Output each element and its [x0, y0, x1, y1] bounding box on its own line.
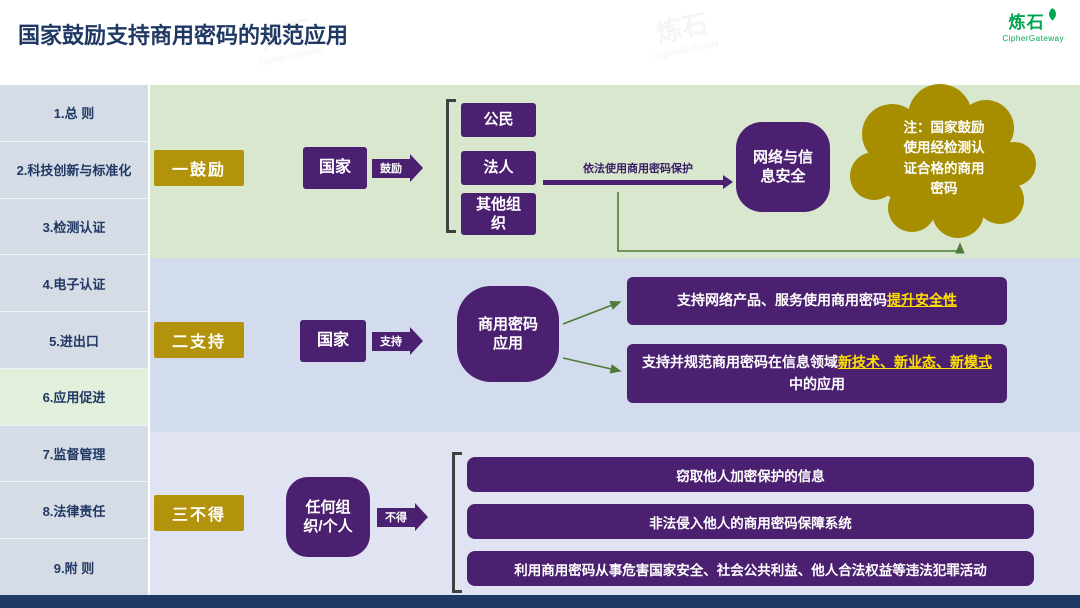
sidebar-item-import-export[interactable]: 5.进出口: [0, 312, 148, 369]
sidebar-item-supervision[interactable]: 7.监督管理: [0, 425, 148, 483]
bottom-accent-bar: [0, 595, 1080, 608]
arrow-head: [723, 175, 733, 189]
leaf-icon: [1047, 8, 1058, 26]
sidebar-item-innovation[interactable]: 2.科技创新与标准化: [0, 141, 148, 199]
outcome-suffix: 中的应用: [789, 375, 845, 392]
outcome-prefix: 支持并规范商用密码在信息领域: [642, 353, 838, 370]
sidebar-item-appendix[interactable]: 9.附 则: [0, 539, 148, 596]
sidebar-item-application-promotion[interactable]: 6.应用促进: [0, 368, 148, 426]
encourage-arrow-label: 鼓励: [372, 158, 410, 178]
support-actor-box: 国家: [300, 320, 366, 362]
support-outcome-box-1: 支持网络产品、服务使用商用密码提升安全性: [627, 277, 1007, 325]
support-hub-box: 商用密码应用: [457, 286, 559, 382]
prohibit-group-bracket: [452, 452, 462, 593]
encourage-arrow: 鼓励: [372, 154, 423, 182]
encourage-result-box: 网络与信息安全: [736, 122, 830, 212]
prohibit-item-bar-3: 利用商用密码从事危害国家安全、社会公共利益、他人合法权益等违法犯罪活动: [467, 551, 1034, 586]
target-box-legal-person: 法人: [461, 151, 536, 185]
sidebar-item-e-auth[interactable]: 4.电子认证: [0, 255, 148, 313]
watermark-logo-text: 炼石: [653, 7, 711, 49]
outcome-highlight: 新技术、新业态、新模式: [838, 353, 992, 370]
chapter-sidebar: 1.总 则 2.科技创新与标准化 3.检测认证 4.电子认证 5.进出口 6.应…: [0, 85, 148, 596]
support-outcome-text-1: 支持网络产品、服务使用商用密码提升安全性: [663, 286, 971, 316]
encourage-tag: 一鼓励: [154, 150, 244, 186]
encourage-flow-label: 依法使用商用密码保护: [583, 163, 693, 175]
brand-logo: 炼石 CipherGateway: [1002, 8, 1064, 43]
brand-logo-text: 炼石: [1008, 13, 1045, 32]
sidebar-item-legal-liability[interactable]: 8.法律责任: [0, 482, 148, 540]
prohibit-tag: 三不得: [154, 495, 244, 531]
note-text: 注：国家鼓励使用经检测认证合格的商用密码: [903, 120, 985, 196]
target-box-citizen: 公民: [461, 103, 536, 137]
watermark: 炼石 CipherGateway: [646, 2, 720, 62]
support-tag: 二支持: [154, 322, 244, 358]
prohibit-item-bar-2: 非法侵入他人的商用密码保障系统: [467, 504, 1034, 539]
prohibit-arrow-label: 不得: [377, 507, 415, 527]
cloud-shape: [850, 84, 1036, 238]
note-cloud: 注：国家鼓励使用经检测认证合格的商用密码: [850, 84, 1038, 240]
watermark-logo-subtext: CipherGateway: [653, 37, 720, 62]
brand-logo-subtext: CipherGateway: [1002, 34, 1064, 43]
support-arrow: 支持: [372, 327, 423, 355]
arrow-head: [415, 503, 428, 531]
arrow-head: [410, 154, 423, 182]
encourage-actor-box: 国家: [303, 147, 367, 189]
support-arrow-label: 支持: [372, 331, 410, 351]
target-box-other-org: 其他组织: [461, 193, 536, 235]
outcome-highlight: 提升安全性: [887, 292, 957, 309]
encourage-flow-arrow: [543, 175, 733, 189]
outcome-prefix: 支持网络产品、服务使用商用密码: [677, 292, 887, 309]
support-outcome-box-2: 支持并规范商用密码在信息领域新技术、新业态、新模式中的应用: [627, 344, 1007, 403]
support-outcome-text-2: 支持并规范商用密码在信息领域新技术、新业态、新模式中的应用: [627, 348, 1007, 399]
arrow-head: [410, 327, 423, 355]
prohibit-actor-box: 任何组织/个人: [286, 477, 370, 557]
prohibit-arrow: 不得: [377, 503, 428, 531]
page-title: 国家鼓励支持商用密码的规范应用: [18, 23, 349, 48]
arrow-shaft: [543, 179, 723, 185]
prohibit-item-bar-1: 窃取他人加密保护的信息: [467, 457, 1034, 492]
sidebar-item-general[interactable]: 1.总 则: [0, 85, 148, 142]
sidebar-item-certification[interactable]: 3.检测认证: [0, 198, 148, 256]
encourage-group-bracket: [446, 99, 456, 233]
